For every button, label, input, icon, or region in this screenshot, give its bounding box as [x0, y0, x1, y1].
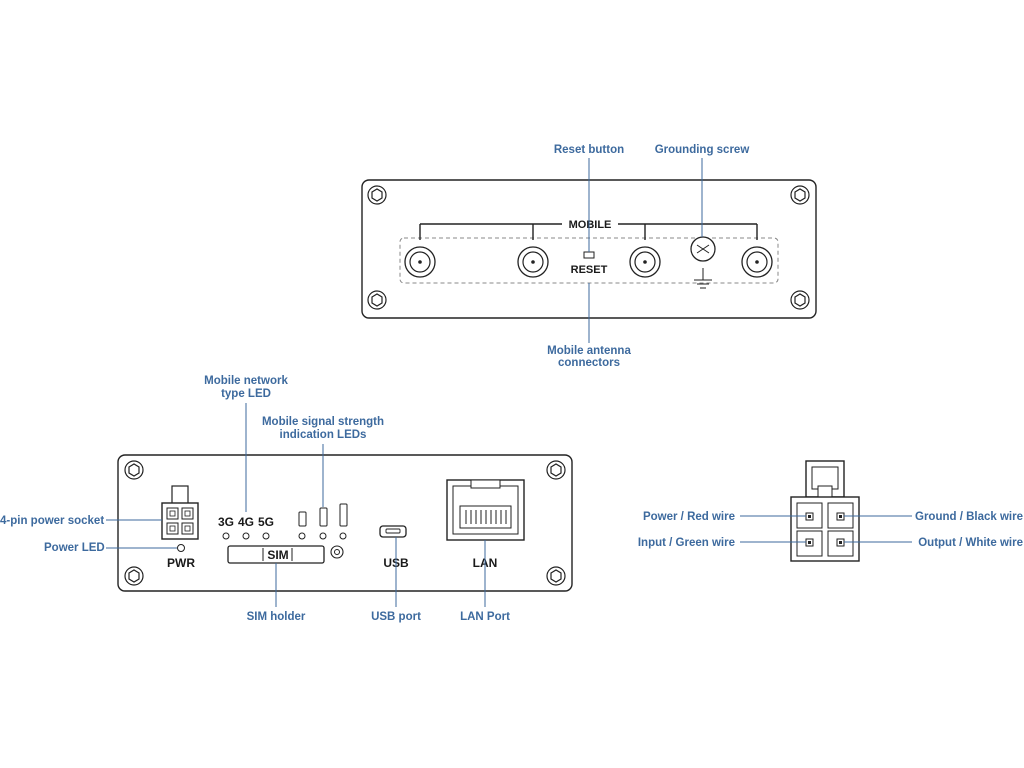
- panel2-bottom-right-screw: [546, 566, 566, 586]
- power-led-callout: Power LED: [44, 542, 105, 554]
- antenna-connector-4: [741, 246, 773, 278]
- pwr-label: PWR: [167, 556, 195, 570]
- power-red-wire-callout: Power / Red wire: [643, 511, 735, 523]
- signal-led-2: [319, 532, 327, 540]
- mobile-label: MOBILE: [569, 219, 612, 231]
- network-type-led-callout-line2: type LED: [221, 388, 271, 400]
- power-socket-callout: 4-pin power socket: [0, 515, 104, 527]
- sim-eject-button[interactable]: [330, 545, 344, 559]
- grounding-screw: [690, 236, 716, 262]
- power-led: [177, 544, 185, 552]
- sim-holder-callout: SIM holder: [247, 611, 306, 623]
- antenna-connectors-callout-line2: connectors: [558, 357, 620, 369]
- lan-port[interactable]: [446, 479, 525, 541]
- reset-button-callout: Reset button: [554, 144, 624, 156]
- bottom-right-screw: [790, 290, 810, 310]
- antenna-connector-3: [629, 246, 661, 278]
- grounding-screw-callout: Grounding screw: [655, 144, 750, 156]
- power-socket: [161, 485, 199, 540]
- signal-bar-1: [298, 511, 307, 527]
- panel2-top-left-screw: [124, 460, 144, 480]
- mobile-bracket: [419, 223, 758, 240]
- network-type-led-callout-line1: Mobile network: [204, 375, 288, 387]
- usb-port[interactable]: [379, 525, 407, 538]
- antenna-connectors-callout-line1: Mobile antenna: [547, 345, 631, 357]
- top-right-screw: [790, 185, 810, 205]
- led-4g-label: 4G: [238, 515, 254, 529]
- antenna-connector-1: [404, 246, 436, 278]
- connector-detail: Power / Red wire Input / Green wire Grou…: [638, 460, 1023, 562]
- bottom-panel: PWR 3G 4G 5G SIM USB: [0, 375, 573, 623]
- input-green-wire-callout: Input / Green wire: [638, 537, 735, 549]
- led-4g: [242, 532, 250, 540]
- sim-label: SIM: [267, 548, 288, 562]
- top-panel: MOBILE RESET Reset button Grounding scre…: [361, 144, 817, 369]
- led-3g: [222, 532, 230, 540]
- signal-leds-callout-line1: Mobile signal strength: [262, 416, 384, 428]
- reset-button[interactable]: [583, 251, 595, 259]
- ground-black-wire-callout: Ground / Black wire: [915, 511, 1023, 523]
- signal-bar-2: [319, 507, 328, 527]
- ground-symbol-icon: [694, 268, 712, 289]
- signal-leds-callout-line2: indication LEDs: [280, 429, 367, 441]
- led-5g-label: 5G: [258, 515, 274, 529]
- output-white-wire-callout: Output / White wire: [918, 537, 1023, 549]
- panel2-top-right-screw: [546, 460, 566, 480]
- signal-led-1: [298, 532, 306, 540]
- reset-label: RESET: [571, 264, 608, 276]
- signal-led-3: [339, 532, 347, 540]
- top-left-screw: [367, 185, 387, 205]
- signal-bar-3: [339, 503, 348, 527]
- bottom-left-screw: [367, 290, 387, 310]
- panel2-bottom-left-screw: [124, 566, 144, 586]
- lan-port-callout: LAN Port: [460, 611, 510, 623]
- usb-port-callout: USB port: [371, 611, 421, 623]
- led-3g-label: 3G: [218, 515, 234, 529]
- antenna-connector-2: [517, 246, 549, 278]
- led-5g: [262, 532, 270, 540]
